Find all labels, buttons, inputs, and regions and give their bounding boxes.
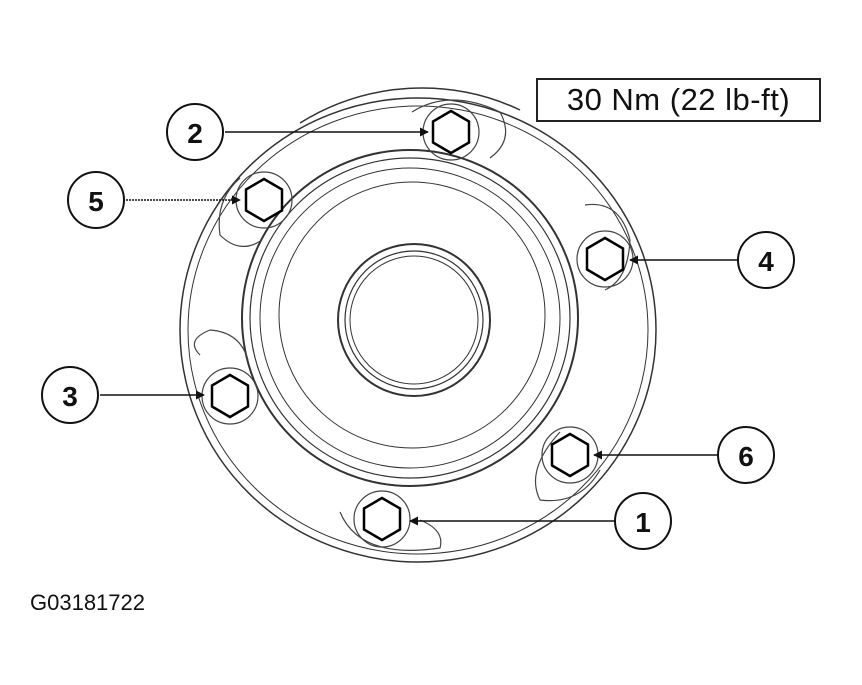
bolt-2[interactable] (422, 103, 480, 161)
callout-2-label: 2 (187, 118, 203, 149)
callout-1-label: 1 (635, 507, 651, 538)
callout-6: 6 (717, 426, 775, 484)
callout-3-label: 3 (62, 381, 78, 412)
callout-1: 1 (614, 492, 672, 550)
callout-6-label: 6 (738, 441, 754, 472)
figure-id: G03181722 (30, 590, 145, 615)
bolt-1[interactable] (353, 490, 411, 548)
hub-body (241, 149, 579, 487)
bolt-4[interactable] (576, 230, 634, 288)
callout-3: 3 (41, 366, 99, 424)
bolt-bosses (193, 99, 631, 551)
callout-5: 5 (67, 171, 125, 229)
center-bore (337, 243, 491, 397)
callout-2: 2 (166, 103, 224, 161)
torque-spec-label: 30 Nm (22 lb-ft) (536, 78, 821, 122)
callout-4: 4 (737, 231, 795, 289)
hub-flange (179, 87, 657, 563)
leader-arrows (100, 127, 738, 526)
callout-4-label: 4 (758, 246, 774, 277)
bolt-6[interactable] (541, 426, 599, 484)
bolt-5[interactable] (235, 171, 293, 229)
bolt-3[interactable] (201, 367, 259, 425)
callout-5-label: 5 (88, 186, 104, 217)
